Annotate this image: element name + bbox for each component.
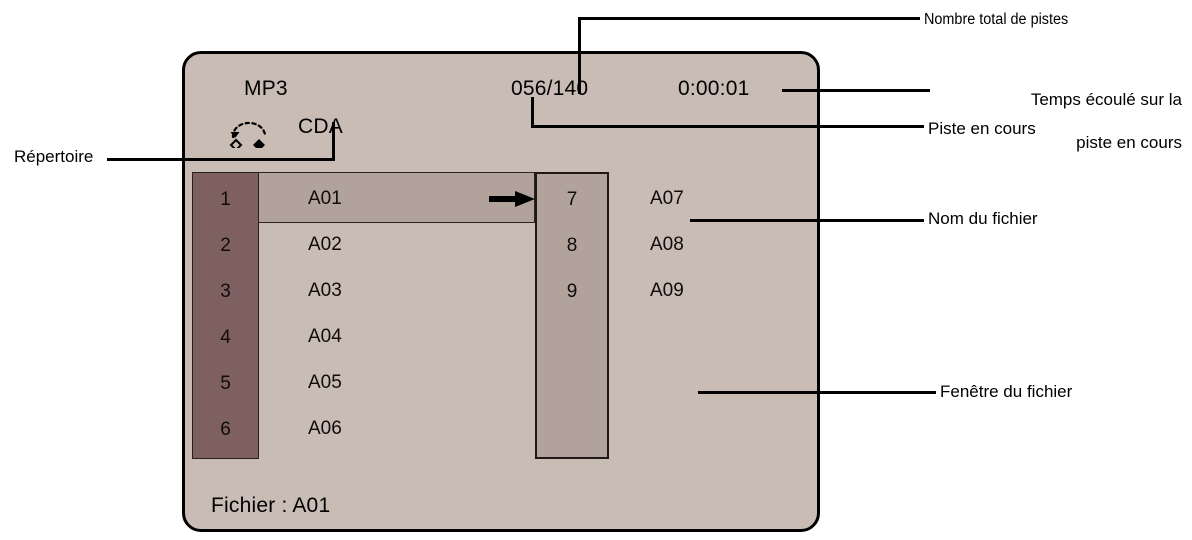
file-index-9: 9 [566,281,578,302]
file-index-column-left[interactable]: 1 2 3 4 5 6 [192,172,259,459]
file-index-8: 8 [566,235,578,256]
callout-temps-ecoule-line1: Temps écoulé sur la [1030,90,1182,110]
file-name-4: A04 [308,326,342,347]
file-name-column-left[interactable]: A01 A02 A03 A04 A05 A06 [259,172,535,459]
file-index-2: 2 [220,235,231,256]
track-counter: 056/140 [511,77,589,100]
file-index-4: 4 [220,327,231,348]
file-name-7: A07 [650,188,684,209]
leader-line-file-window-horizontal [698,391,936,394]
file-name-6: A06 [308,418,342,439]
file-name-1: A01 [308,188,342,209]
callout-label-nombre-total-de-pistes: Nombre total de pistes [924,11,1069,28]
callout-label-temps-ecoule: Temps écoulé sur la piste en cours [908,68,1182,175]
right-arrow-icon [489,191,535,207]
callout-label-piste-en-cours: Piste en cours [928,119,1036,138]
leader-line-file-name-horizontal [690,219,924,222]
folder-repeat-icon [224,110,280,152]
callout-temps-ecoule-line2: piste en cours [1076,133,1182,153]
mp3-player-screen [182,51,820,532]
elapsed-time: 0:00:01 [678,77,750,100]
leader-line-total-tracks-vertical [578,17,581,94]
leader-line-repertoire-vertical [332,122,335,161]
file-index-6: 6 [220,419,231,440]
file-name-8: A08 [650,234,684,255]
leader-line-total-tracks-horizontal [580,17,920,20]
callout-label-fenetre-du-fichier: Fenêtre du fichier [940,382,1073,401]
file-name-column-right[interactable]: A07 A08 A09 [609,172,809,459]
file-name-3: A03 [308,280,342,301]
file-index-5: 5 [220,373,231,394]
leader-line-elapsed-time-horizontal [782,89,930,92]
leader-line-current-track-vertical [531,97,534,128]
directory-name: CDA [298,115,343,138]
callout-label-repertoire: Répertoire [14,147,94,166]
file-index-1: 1 [220,189,231,210]
current-file-status: Fichier : A01 [211,494,331,517]
leader-line-current-track-horizontal [531,125,924,128]
file-index-column-right[interactable]: 7 8 9 [535,172,609,459]
file-name-9: A09 [650,280,684,301]
leader-line-repertoire-horizontal [107,158,335,161]
audio-format-label: MP3 [244,77,288,100]
file-name-5: A05 [308,372,342,393]
callout-label-nom-du-fichier: Nom du fichier [928,209,1038,228]
file-index-3: 3 [220,281,231,302]
file-name-2: A02 [308,234,342,255]
file-index-7: 7 [566,189,578,210]
